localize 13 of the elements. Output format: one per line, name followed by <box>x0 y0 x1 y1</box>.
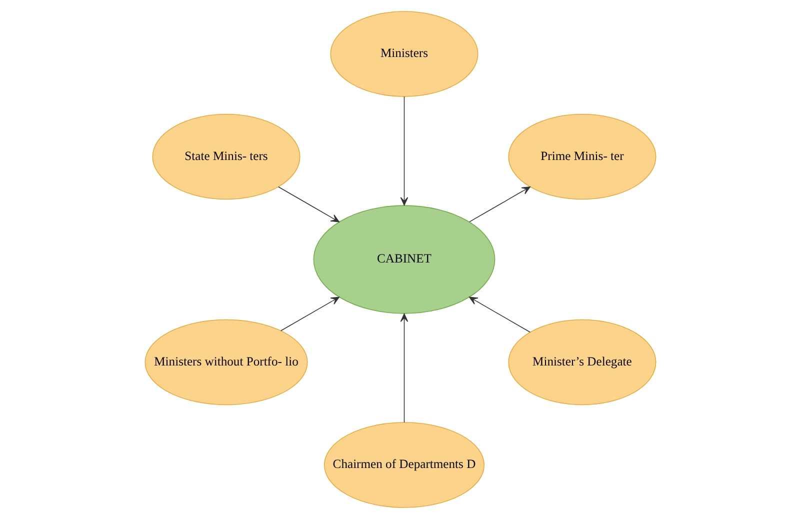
node-ellipse: Chairmen of Departments D <box>323 422 484 508</box>
arrow <box>280 296 339 332</box>
node-ellipse: Minister’s Delegate <box>508 319 656 406</box>
arrow <box>468 186 530 222</box>
arrow <box>468 296 530 333</box>
node-ellipse: Ministers without Portfo- lio <box>144 319 308 406</box>
node-ellipse: CABINET <box>312 205 495 314</box>
arrow <box>400 96 408 206</box>
node-ellipse: State Minis- ters <box>152 114 300 200</box>
arrow <box>278 186 339 222</box>
node-ellipse: Prime Minis- ter <box>508 114 656 200</box>
node-ellipse: Ministers <box>330 11 478 97</box>
arrow <box>400 313 408 423</box>
